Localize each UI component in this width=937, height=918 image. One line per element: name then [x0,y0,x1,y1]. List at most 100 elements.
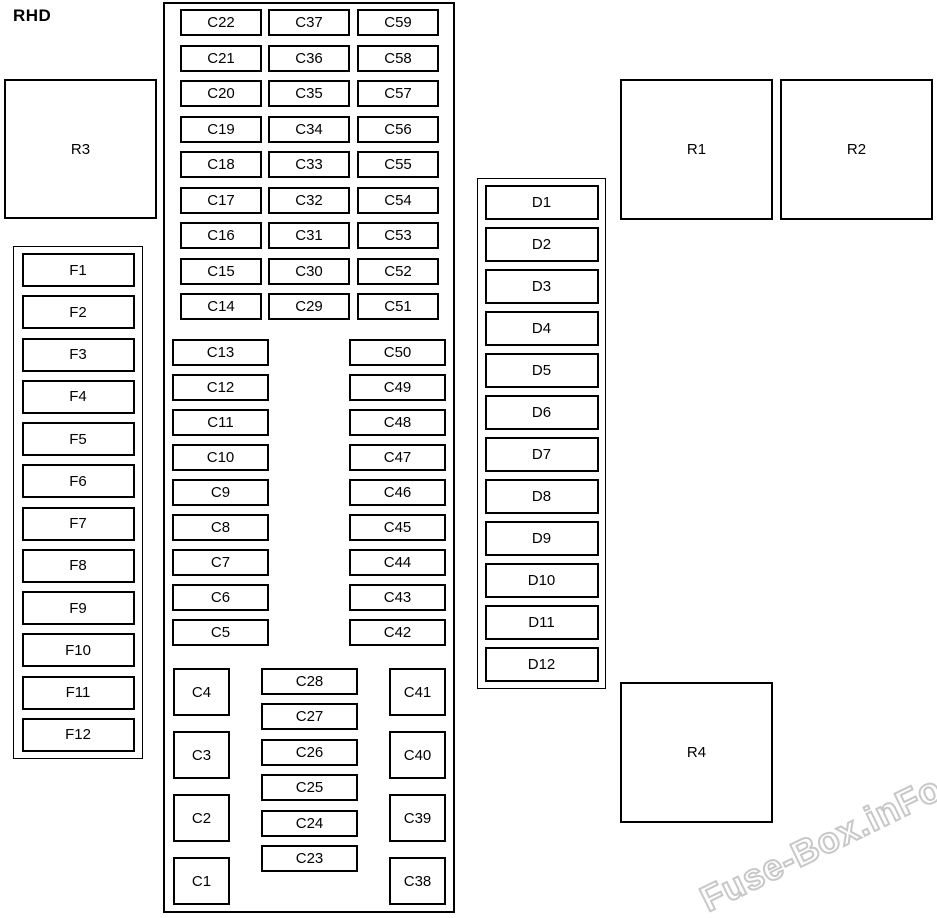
fuse-f7: F7 [21,506,135,541]
connector-c27: C27 [261,703,358,731]
fuse-d8: D8 [484,479,599,514]
connector-c36: C36 [268,44,350,72]
connector-c53: C53 [357,222,439,249]
connector-c57: C57 [357,80,439,107]
connector-c22: C22 [180,9,262,36]
connector-c49: C49 [349,374,446,401]
fuse-f5: F5 [21,422,135,457]
connector-c52: C52 [357,257,439,285]
fuse-f2: F2 [21,295,135,330]
relay-r1-label: R1 [686,141,707,158]
fuse-d1: D1 [484,185,599,220]
connector-c8: C8 [172,514,269,541]
fuse-f1: F1 [21,253,135,287]
connector-c50: C50 [349,339,446,366]
fuse-f10: F10 [21,633,135,668]
connector-c19: C19 [180,115,262,143]
connector-c46: C46 [349,479,446,506]
fuse-d5: D5 [484,353,599,388]
relay-r3: R3 [4,79,157,219]
fuse-f9: F9 [21,591,135,626]
connector-c5: C5 [172,619,269,646]
connector-c59: C59 [357,9,439,36]
connector-c13: C13 [172,339,269,366]
connector-c15: C15 [180,257,262,285]
connector-c47: C47 [349,444,446,471]
connector-c4: C4 [173,668,230,716]
fuse-f8: F8 [21,548,135,583]
connector-c48: C48 [349,409,446,436]
connector-c14: C14 [180,293,262,320]
relay-r2-label: R2 [846,141,867,158]
connector-c12: C12 [172,374,269,401]
fuse-d6: D6 [484,395,599,430]
relay-r2: R2 [780,79,933,220]
connector-c31: C31 [268,222,350,249]
connector-c45: C45 [349,514,446,541]
connector-c10: C10 [172,444,269,471]
connector-c58: C58 [357,44,439,72]
connector-c40: C40 [389,731,446,779]
connector-c1: C1 [173,857,230,905]
connector-c44: C44 [349,549,446,576]
connector-c17: C17 [180,186,262,214]
fuse-d11: D11 [484,605,599,640]
layout-title: RHD [13,6,52,25]
fuse-d10: D10 [484,563,599,598]
connector-c55: C55 [357,151,439,178]
connector-c9: C9 [172,479,269,506]
connector-c33: C33 [268,151,350,178]
connector-c26: C26 [261,738,358,766]
relay-r3-label: R3 [70,140,91,158]
fuse-d2: D2 [484,227,599,262]
fuse-f11: F11 [21,675,135,710]
connector-c30: C30 [268,257,350,285]
fuse-d3: D3 [484,269,599,304]
fuse-f12: F12 [21,717,135,752]
relay-r1: R1 [620,79,773,220]
connector-c6: C6 [172,584,269,611]
fuse-d12: D12 [484,647,599,682]
fuse-f6: F6 [21,464,135,499]
connector-c34: C34 [268,115,350,143]
connector-c43: C43 [349,584,446,611]
connector-c32: C32 [268,186,350,214]
fuse-d9: D9 [484,521,599,556]
connector-c2: C2 [173,794,230,842]
connector-c28: C28 [261,668,358,695]
fuse-d7: D7 [484,437,599,472]
connector-c18: C18 [180,151,262,178]
connector-c23: C23 [261,844,358,872]
connector-c39: C39 [389,794,446,842]
connector-c37: C37 [268,9,350,36]
connector-c38: C38 [389,857,446,905]
connector-c24: C24 [261,809,358,837]
connector-c21: C21 [180,44,262,72]
connector-c35: C35 [268,80,350,107]
connector-c29: C29 [268,293,350,320]
connector-c54: C54 [357,186,439,214]
connector-c7: C7 [172,549,269,576]
fuse-d4: D4 [484,311,599,346]
relay-r4: R4 [620,682,773,823]
connector-c42: C42 [349,619,446,646]
fuse-f4: F4 [21,379,135,414]
connector-c3: C3 [173,731,230,779]
connector-c56: C56 [357,115,439,143]
connector-c20: C20 [180,80,262,107]
connector-c11: C11 [172,409,269,436]
connector-c25: C25 [261,774,358,802]
relay-r4-label: R4 [686,744,707,761]
